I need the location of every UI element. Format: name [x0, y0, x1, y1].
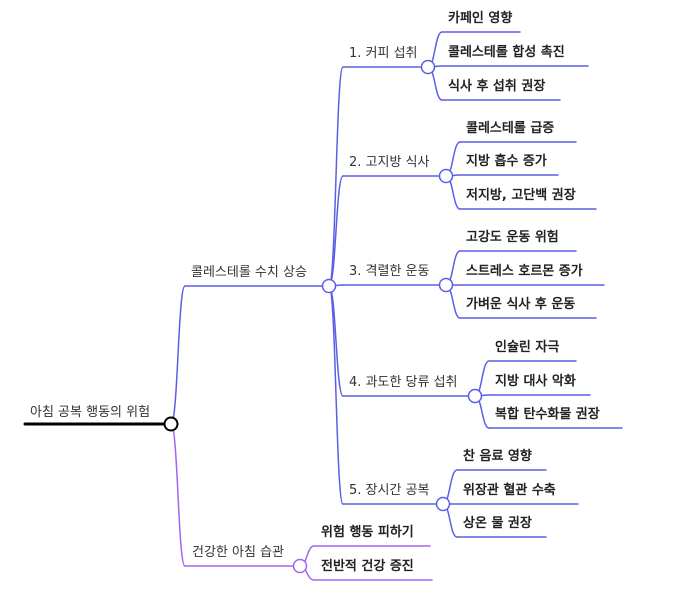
- leaf-overall-health: 전반적 건강 증진: [321, 559, 414, 574]
- topic-label-coffee: 1. 커피 섭취: [349, 46, 418, 61]
- collapse-node-topic-2[interactable]: [438, 168, 454, 184]
- edge-cholesterol-topic-5: [328, 285, 344, 505]
- leaf-fat-absorption: 지방 흡수 증가: [466, 154, 547, 169]
- collapse-node-topic-5[interactable]: [435, 496, 451, 512]
- topic-label-high-fat-meal: 2. 고지방 식사: [349, 155, 430, 170]
- topic-label-long-fasting: 5. 장시간 공복: [349, 483, 430, 498]
- branch-label-healthy-habits: 건강한 아침 습관: [192, 545, 284, 560]
- leaf-cholesterol-spike: 콜레스테롤 급증: [466, 121, 555, 136]
- leaf-avoid-risky-behavior: 위험 행동 피하기: [321, 525, 414, 540]
- topic-label-intense-exercise: 3. 격렬한 운동: [349, 264, 430, 279]
- leaf-caffeine-effect: 카페인 영향: [448, 11, 513, 26]
- leaf-room-temp-water: 상온 물 권장: [463, 516, 532, 531]
- leaf-light-meal-then-exercise: 가벼운 식사 후 운동: [466, 297, 576, 312]
- branch-label-cholesterol: 콜레스테롤 수치 상승: [191, 265, 307, 280]
- leaf-low-fat-high-protein: 저지방, 고단백 권장: [466, 188, 576, 203]
- leaf-high-intensity-risk: 고강도 운동 위험: [466, 230, 559, 245]
- edge-root-healthy: [170, 423, 186, 567]
- edge-cholesterol-topic-1: [328, 66, 344, 287]
- leaf-complex-carbs: 복합 탄수화물 권장: [495, 407, 600, 422]
- leaf-drink-after-meal: 식사 후 섭취 권장: [448, 79, 546, 94]
- collapse-node-topic-1[interactable]: [420, 59, 436, 75]
- leaf-fat-metabolism-worse: 지방 대사 악화: [495, 374, 576, 389]
- leaf-cold-drink-effect: 찬 음료 영향: [463, 449, 532, 464]
- topic-label-excess-sugar: 4. 과도한 당류 섭취: [349, 375, 458, 390]
- collapse-node-topic-4[interactable]: [467, 388, 483, 404]
- leaf-gi-vessel-constriction: 위장관 혈관 수축: [463, 483, 556, 498]
- collapse-node-root[interactable]: [163, 416, 179, 432]
- collapse-node-topic-3[interactable]: [438, 277, 454, 293]
- root-label: 아침 공복 행동의 위험: [30, 405, 151, 420]
- leaf-cholesterol-synthesis: 콜레스테롤 합성 촉진: [448, 45, 565, 60]
- collapse-node-healthy[interactable]: [292, 558, 308, 574]
- collapse-node-cholesterol[interactable]: [321, 278, 337, 294]
- leaf-insulin-stimulation: 인슐린 자극: [495, 340, 560, 355]
- leaf-stress-hormone: 스트레스 호르몬 증가: [466, 264, 583, 279]
- edge-root-cholesterol: [170, 285, 186, 425]
